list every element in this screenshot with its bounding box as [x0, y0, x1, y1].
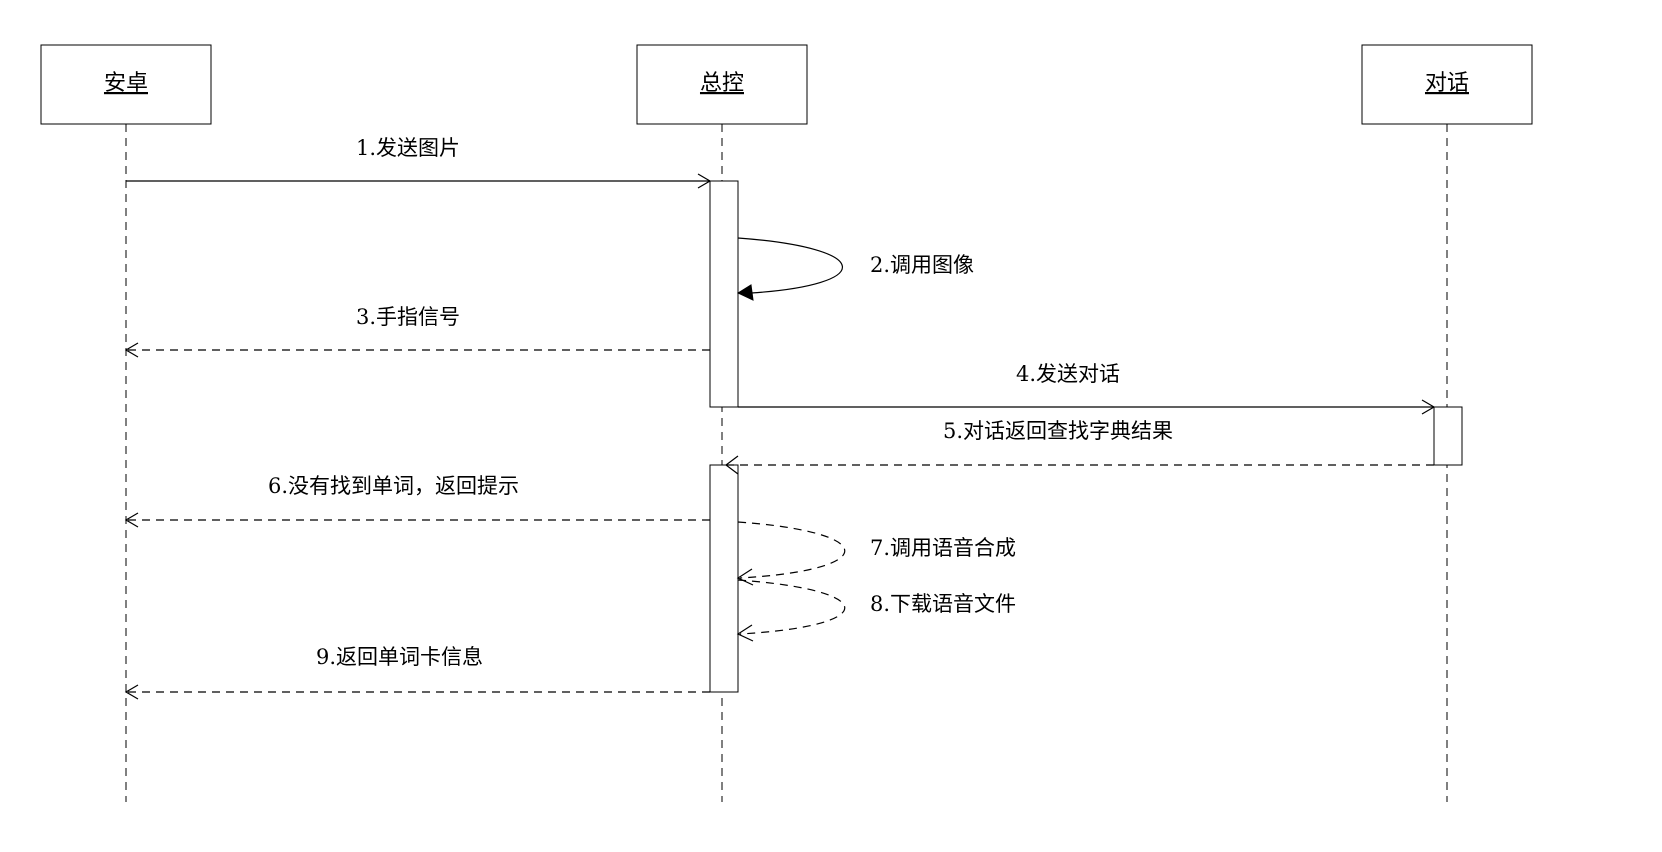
message-7: 7.调用语音合成 [736, 521, 1016, 586]
message-4: 4.发送对话 [738, 362, 1436, 415]
message-2-label: 2.调用图像 [870, 253, 974, 277]
message-1-arrowhead [697, 173, 712, 189]
message-1-label: 1.发送图片 [356, 136, 460, 160]
message-9-arrowhead [124, 684, 139, 700]
message-3-arrowhead [124, 342, 139, 358]
message-2: 2.调用图像 [736, 237, 974, 301]
message-7-label: 7.调用语音合成 [870, 536, 1016, 560]
message-5-arrowhead [725, 455, 739, 475]
actor-control[interactable]: 总控 [636, 44, 808, 125]
message-8-label: 8.下载语音文件 [870, 592, 1016, 616]
message-8: 8.下载语音文件 [736, 579, 1016, 642]
activation-control-1 [709, 180, 739, 408]
actor-box-dialog [1361, 44, 1533, 125]
message-2-loop [737, 237, 843, 294]
activation-control-2 [709, 464, 739, 693]
message-7-arrowhead [736, 568, 754, 586]
message-6: 6.没有找到单词，返回提示 [124, 474, 710, 528]
message-6-label: 6.没有找到单词，返回提示 [268, 474, 519, 498]
activation-dialog-1 [1433, 406, 1463, 466]
message-9-label: 9.返回单词卡信息 [316, 645, 483, 669]
actor-label-android: 安卓 [104, 71, 148, 96]
message-3-label: 3.手指信号 [356, 305, 460, 329]
message-4-arrowhead [1421, 399, 1436, 415]
actor-box-android [40, 44, 212, 125]
message-8-loop [737, 579, 846, 635]
message-3: 3.手指信号 [124, 305, 710, 358]
message-5: 5.对话返回查找字典结果 [725, 419, 1434, 475]
message-7-loop [737, 521, 846, 579]
message-1: 1.发送图片 [126, 136, 712, 189]
message-6-arrowhead [124, 512, 139, 528]
message-2-arrowhead [736, 284, 754, 301]
actor-android[interactable]: 安卓 [40, 44, 212, 125]
message-9: 9.返回单词卡信息 [124, 645, 710, 700]
message-8-arrowhead [736, 624, 754, 642]
message-5-label: 5.对话返回查找字典结果 [943, 419, 1173, 443]
actor-dialog[interactable]: 对话 [1361, 44, 1533, 125]
actor-box-control [636, 44, 808, 125]
actor-label-dialog: 对话 [1425, 71, 1469, 96]
message-4-label: 4.发送对话 [1016, 362, 1120, 386]
actor-label-control: 总控 [700, 71, 744, 96]
